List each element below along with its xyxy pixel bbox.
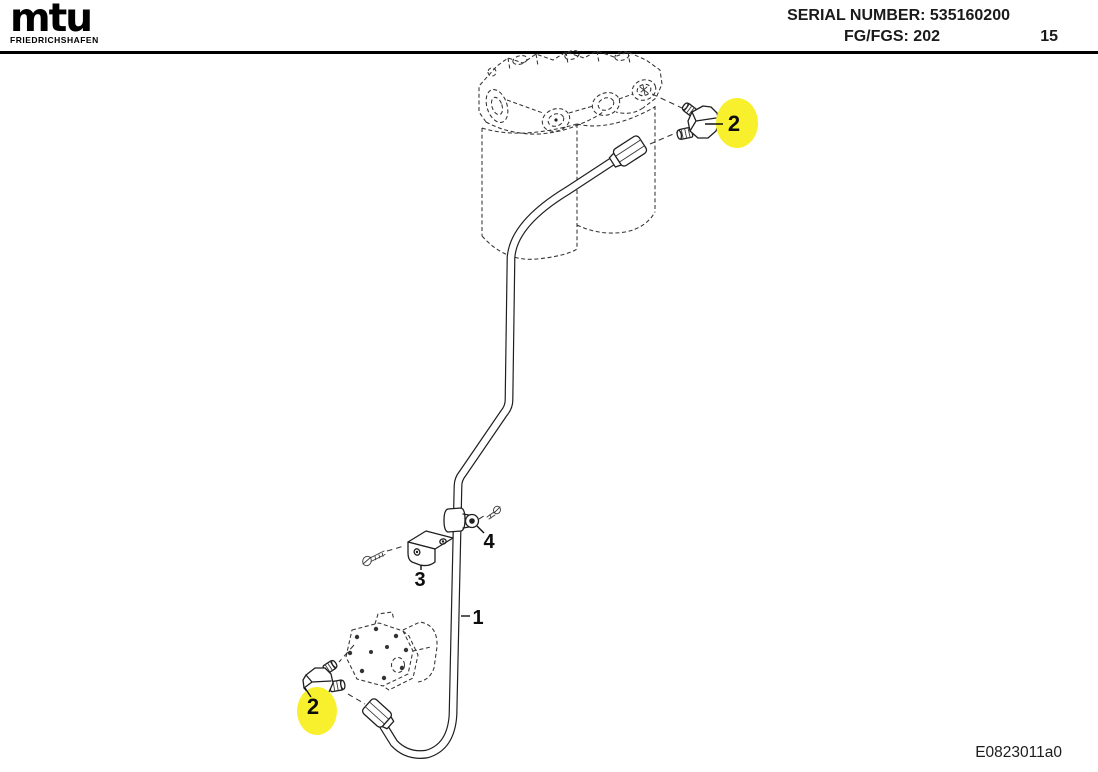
pipe-nut-top	[608, 135, 648, 168]
pipe-fill	[378, 152, 624, 758]
pump-body	[374, 611, 438, 683]
page-number: 15	[1040, 28, 1058, 45]
clamp-band	[443, 507, 466, 533]
callout-2-bottom-highlight[interactable]	[297, 687, 337, 735]
header-info: SERIAL NUMBER: 535160200 FG/FGS: 202 15	[787, 5, 1058, 48]
fitting-top-body-edges	[689, 111, 717, 132]
fuel-pipe	[361, 135, 648, 759]
filter-cartridges	[481, 106, 656, 260]
pump-face-plate	[345, 622, 419, 691]
drawing-number: E0823011a0	[975, 744, 1062, 761]
assembly-line-fitting-to-pipe-top	[649, 131, 679, 145]
callout-2-top-highlight[interactable]	[716, 98, 758, 148]
fg-value: 202	[913, 28, 940, 45]
callout-2-bottom-leader	[304, 687, 312, 698]
callout-3: 3	[414, 565, 426, 591]
fg-group: FG/FGS: 202	[844, 26, 940, 48]
filter-port-center-left	[541, 108, 571, 132]
fitting-top-body	[687, 105, 720, 139]
mtu-logo: mtu FRIEDRICHSHAFEN	[10, 0, 99, 45]
fg-label: FG/FGS:	[843, 28, 909, 45]
mounting-bracket	[362, 530, 454, 567]
logo-brand-text: mtu	[10, 0, 93, 41]
filter-head-bosses	[487, 50, 630, 77]
callout-4-label: 4	[483, 531, 495, 553]
clamp-ear-hole	[469, 518, 475, 524]
callout-4: 4	[476, 525, 495, 553]
assembly-line-fitting-to-pipe-bottom	[347, 693, 366, 705]
callout-1-label: 1	[472, 607, 483, 629]
callout-2-top[interactable]: 2	[705, 98, 758, 148]
elbow-fitting-top	[676, 102, 720, 140]
filter-port-left	[485, 89, 509, 123]
bracket-screw	[362, 550, 386, 567]
pipe-nut-bottom	[361, 698, 395, 730]
callout-4-leader	[476, 525, 485, 534]
callout-2-top-label: 2	[728, 111, 740, 136]
fitting-bottom-body-edges	[303, 674, 332, 689]
assembly-line-filter-to-fitting	[651, 93, 683, 109]
logo-subtitle: FRIEDRICHSHAFEN	[10, 35, 99, 45]
callout-1: 1	[461, 607, 484, 629]
header-divider	[0, 51, 1098, 54]
callout-3-label: 3	[414, 569, 425, 591]
clamp-screw	[486, 505, 501, 520]
serial-number-line: SERIAL NUMBER: 535160200	[787, 5, 1058, 26]
pump-port	[390, 656, 406, 674]
clamp-ear-links	[462, 513, 470, 529]
pump	[345, 611, 438, 691]
pipe-outline	[377, 151, 625, 759]
serial-number-label: SERIAL NUMBER:	[787, 7, 926, 24]
bracket-hole-left	[413, 548, 421, 556]
serial-number-value: 535160200	[929, 7, 1010, 24]
assembly-line-pump-to-fitting	[338, 644, 355, 663]
bracket-hole-right	[439, 538, 447, 545]
assembly-line-clamp-screw	[478, 513, 488, 520]
pipe-clamp	[443, 505, 501, 533]
fg-line: FG/FGS: 202 15	[787, 26, 1058, 48]
bracket-front-flange	[407, 541, 436, 567]
filter-head-outline	[478, 50, 663, 135]
pump-bolt-holes	[347, 626, 409, 681]
callout-2-bottom[interactable]: 2	[297, 687, 337, 735]
callout-2-bottom-label: 2	[307, 694, 319, 719]
filter-port-center-right	[591, 92, 621, 116]
